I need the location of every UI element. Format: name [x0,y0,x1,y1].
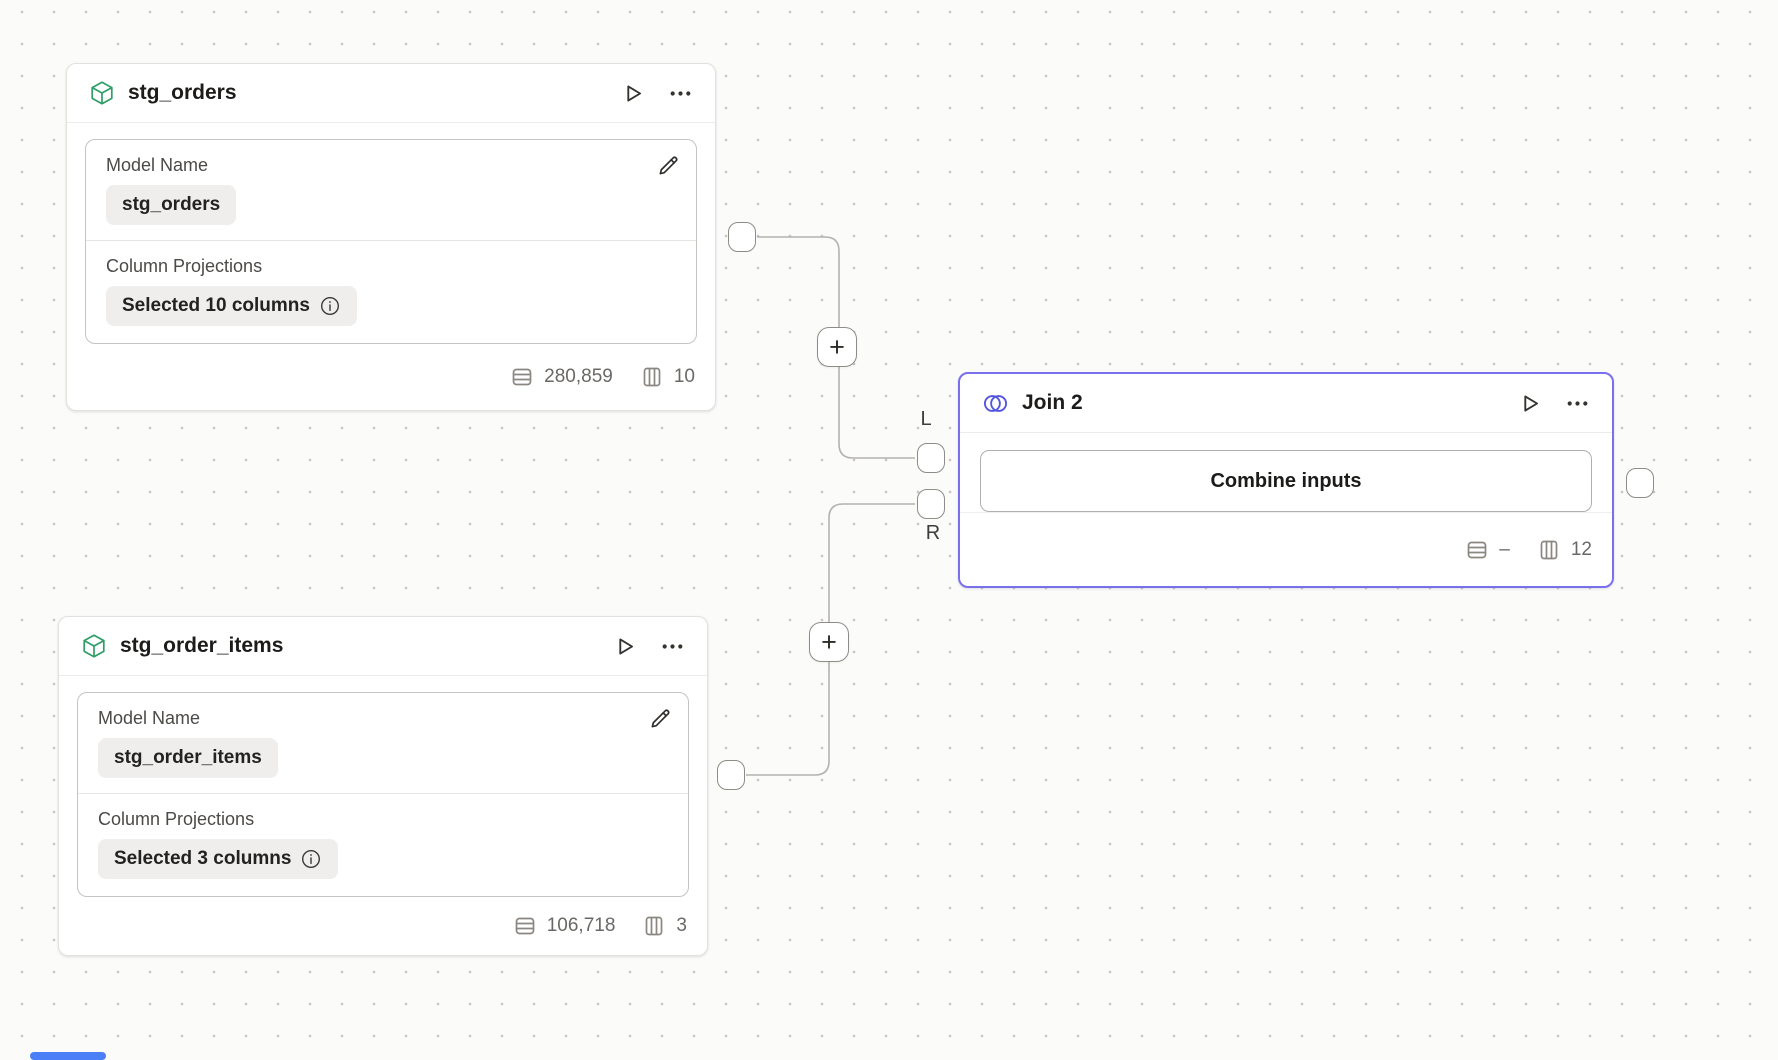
node-header: Join 2 [960,374,1612,433]
column-projections-value: Selected 10 columns [122,295,310,316]
run-node-button[interactable] [621,81,646,106]
model-name-chip[interactable]: stg_orders [106,185,237,225]
rows-icon [1465,538,1489,562]
horizontal-scrollbar-thumb[interactable] [30,1052,106,1060]
model-name-chip[interactable]: stg_order_items [98,738,278,778]
row-count-stat: 280,859 [510,365,613,389]
join-input-port-left[interactable] [917,443,945,473]
model-cube-icon [81,633,107,659]
column-count-value: 12 [1570,538,1592,560]
node-title: stg_order_items [120,634,284,657]
model-name-label: Model Name [98,708,201,728]
column-count-stat: 10 [640,365,695,389]
more-options-button[interactable] [1565,391,1590,416]
run-node-button[interactable] [613,634,638,659]
row-count-value: 106,718 [546,915,616,936]
output-port-stg-order-items[interactable] [717,760,745,790]
node-stats: 106,718 3 [59,897,707,955]
columns-icon [640,365,664,389]
rows-icon [513,914,537,938]
node-join-2[interactable]: Join 2 Combine inputs [958,372,1614,588]
join-venn-icon [982,390,1009,417]
model-name-value: stg_order_items [114,747,262,768]
more-options-button[interactable] [660,634,685,659]
run-node-button[interactable] [1518,391,1543,416]
column-count-stat: 12 [1537,538,1592,562]
row-count-value: – [1499,538,1510,560]
node-title: Join 2 [1022,391,1083,414]
info-icon[interactable] [319,295,341,317]
column-count-value: 3 [676,915,687,936]
edit-button[interactable] [656,153,681,178]
join-input-port-right[interactable] [917,489,945,519]
model-name-label: Model Name [106,155,209,175]
row-count-stat: – [1465,538,1510,562]
node-stg-orders[interactable]: stg_orders [66,63,716,411]
combine-inputs-button[interactable]: Combine inputs [980,450,1592,512]
rows-icon [510,365,534,389]
left-input-label: L [920,408,932,430]
column-projections-chip[interactable]: Selected 10 columns [106,286,357,326]
node-stg-order-items[interactable]: stg_order_items [58,616,708,956]
edit-button[interactable] [648,706,673,731]
divider [86,240,696,241]
column-count-value: 10 [673,366,695,387]
add-node-on-wire-button-top[interactable]: + [817,327,857,367]
column-count-stat: 3 [642,914,687,938]
row-count-stat: 106,718 [513,914,616,938]
node-stats: 280,859 10 [67,344,715,410]
more-options-button[interactable] [668,81,693,106]
node-header: stg_orders [67,64,715,123]
right-input-label: R [925,522,941,544]
divider [78,793,688,794]
column-projections-value: Selected 3 columns [114,848,292,869]
node-stats: – 12 [960,512,1612,586]
column-projections-chip[interactable]: Selected 3 columns [98,839,339,879]
output-port-stg-orders[interactable] [728,222,756,252]
node-config-panel: Model Name stg_order_items Column Projec… [77,692,689,897]
node-header: stg_order_items [59,617,707,676]
row-count-value: 280,859 [544,366,613,387]
column-projections-label: Column Projections [106,256,263,276]
add-node-on-wire-button-bottom[interactable]: + [809,622,849,662]
column-projections-label: Column Projections [98,809,255,829]
node-title: stg_orders [128,81,237,104]
node-config-panel: Model Name stg_orders Column Projections… [85,139,697,344]
columns-icon [1537,538,1561,562]
info-icon[interactable] [300,848,322,870]
model-name-value: stg_orders [122,194,221,215]
model-cube-icon [89,80,115,106]
columns-icon [642,914,666,938]
output-port-join-2[interactable] [1626,468,1654,498]
